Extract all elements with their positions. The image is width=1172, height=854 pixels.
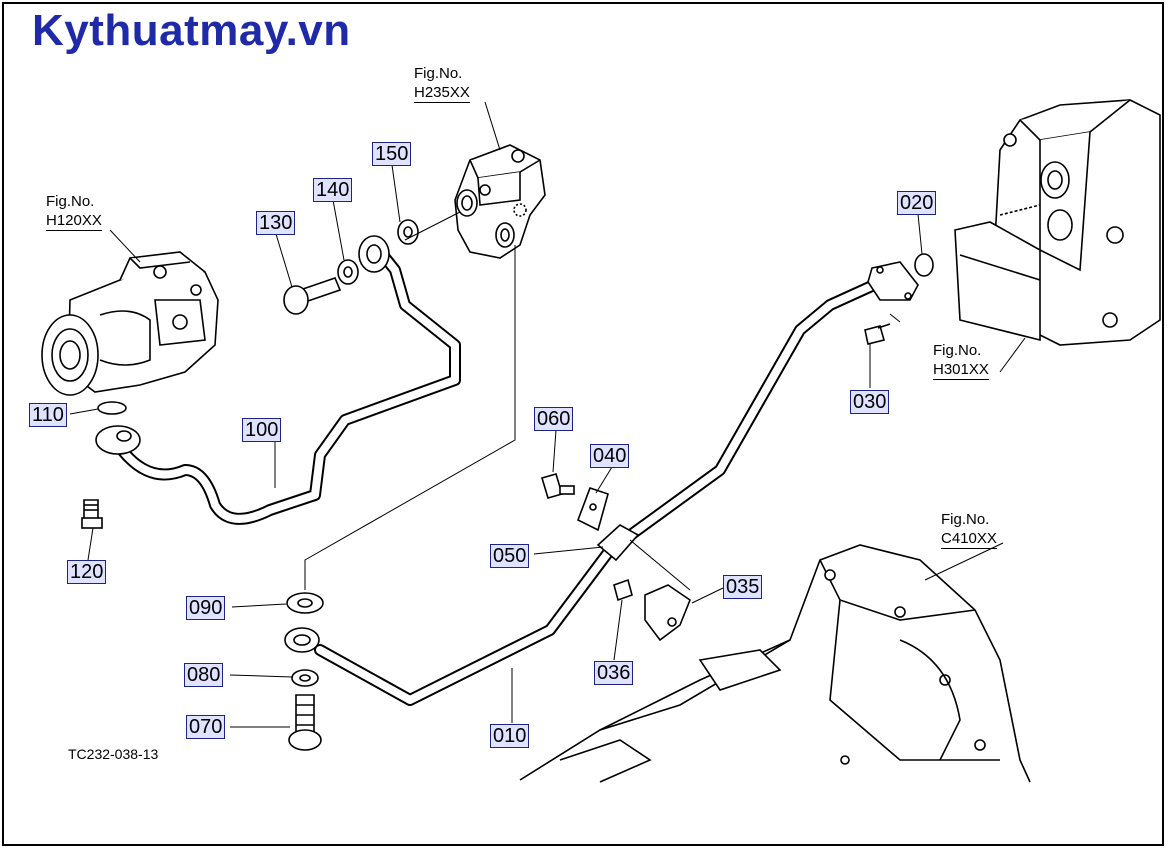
callout-140[interactable]: 140 [313,178,353,202]
fittings [81,219,934,751]
callout-090[interactable]: 090 [186,596,226,620]
pipe-010 [314,274,891,706]
callout-150[interactable]: 150 [372,142,412,166]
callout-036[interactable]: 036 [594,661,634,685]
o-ring-020 [914,253,934,277]
valve-block [454,144,546,259]
fig-ref-label: Fig.No. [933,342,982,359]
clamp-050 [596,524,640,562]
callout-035[interactable]: 035 [723,575,763,599]
fig-ref-number: H235XX [414,84,470,103]
bolt-060 [541,473,563,499]
fig-ref-housing: Fig.No. H301XX [933,341,989,380]
leader-lines [69,101,1026,728]
fig-ref-number: H301XX [933,361,989,380]
pipe-100 [116,239,461,525]
callout-010[interactable]: 010 [490,724,530,748]
callout-100[interactable]: 100 [242,418,282,442]
callout-110[interactable]: 110 [29,403,67,427]
fig-ref-number: H120XX [46,212,102,231]
callout-060[interactable]: 060 [534,407,574,431]
transmission-housing [954,99,1161,346]
bolt-030 [864,325,885,345]
flange-100 [95,425,141,455]
callout-120[interactable]: 120 [67,560,107,584]
o-ring-110 [97,401,127,415]
fig-ref-number: C410XX [941,530,997,549]
fig-ref-label: Fig.No. [46,193,95,210]
fig-ref-label: Fig.No. [414,65,463,82]
document-id: TC232-038-13 [68,746,159,762]
bolt-036 [613,578,633,602]
transmission-case [519,544,1031,783]
callout-040[interactable]: 040 [590,444,630,468]
fig-ref-valve: Fig.No. H235XX [414,64,470,103]
fig-ref-case: Fig.No. C410XX [941,510,997,549]
callout-020[interactable]: 020 [897,191,937,215]
callout-030[interactable]: 030 [850,390,890,414]
diagram-border [2,2,1164,846]
brand-logo: Kythuatmay.vn [32,6,351,55]
callout-050[interactable]: 050 [490,544,530,568]
callout-070[interactable]: 070 [186,715,226,739]
fig-ref-label: Fig.No. [941,511,990,528]
hydraulic-pump [41,251,219,396]
callout-080[interactable]: 080 [184,663,224,687]
fig-ref-pump: Fig.No. H120XX [46,192,102,231]
bracket-035 [644,584,691,642]
callout-130[interactable]: 130 [256,211,296,235]
